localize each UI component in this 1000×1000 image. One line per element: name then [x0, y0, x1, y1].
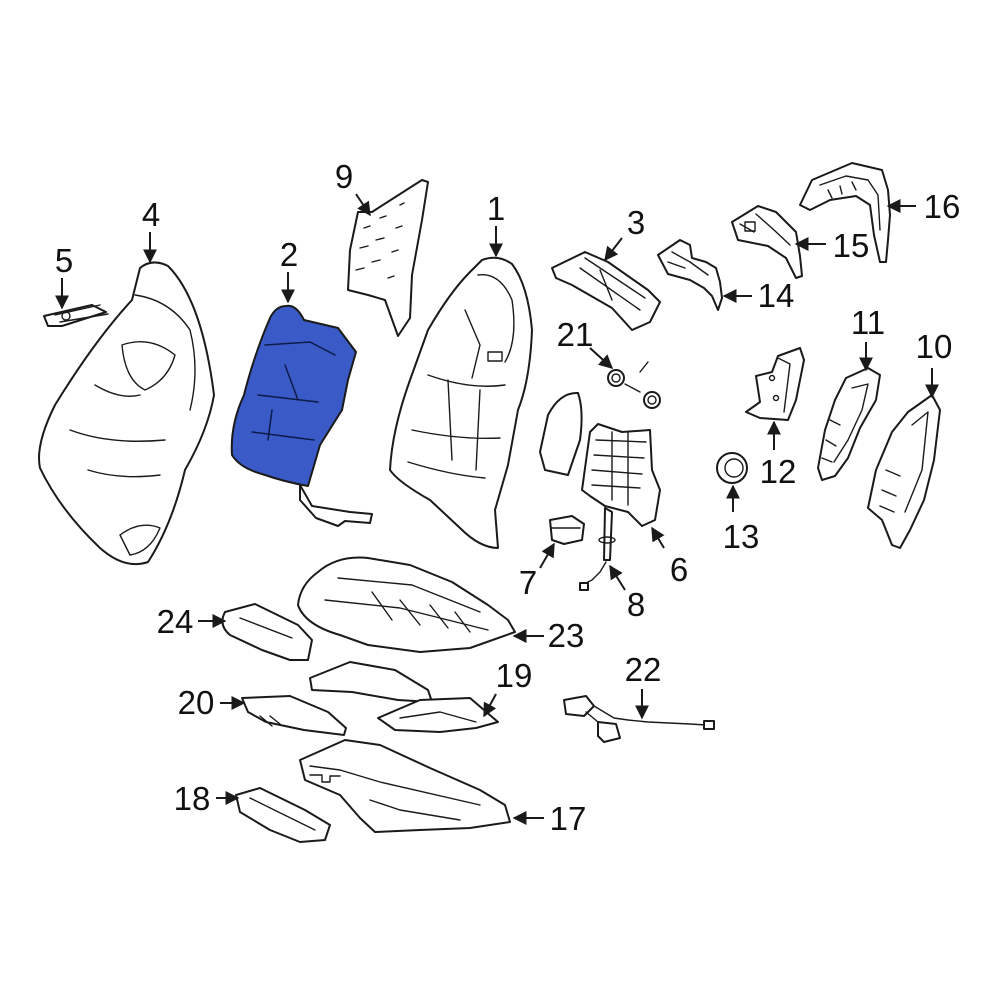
callout-19: 19	[496, 657, 533, 694]
part-14-bracket	[657, 239, 723, 311]
part-15-bracket	[731, 205, 803, 279]
callout-21: 21	[557, 316, 594, 353]
callout-18: 18	[174, 780, 211, 817]
callout-1: 1	[487, 190, 505, 227]
part-9-side-trim	[347, 179, 429, 337]
callout-labels: 1 2 3 4 5 6 7 8 9 10 11 12 13 14 15 16 1…	[55, 158, 961, 837]
part-18-pad	[235, 787, 331, 843]
callout-10: 10	[916, 328, 953, 365]
leader-6	[651, 526, 665, 549]
part-10-side-cover	[867, 394, 941, 549]
part-21-grommets	[607, 361, 661, 409]
callout-23: 23	[548, 617, 585, 654]
leader-7	[539, 542, 555, 569]
leader-lines	[55, 193, 939, 825]
part-20-side-trim	[241, 695, 347, 736]
part-17-seat-base	[299, 739, 511, 833]
leader-8	[609, 564, 626, 591]
highlighted-part	[230, 304, 357, 487]
part-7-sensor	[549, 515, 585, 545]
callout-3: 3	[627, 204, 645, 241]
part-12-bracket	[745, 347, 805, 421]
callout-22: 22	[625, 651, 662, 688]
part-4-seatback-cover	[38, 261, 215, 566]
part-1-seatback-assembly	[389, 256, 533, 549]
part-13-knob	[716, 452, 748, 484]
callout-20: 20	[178, 684, 215, 721]
callout-11: 11	[851, 304, 885, 341]
callout-24: 24	[157, 603, 194, 640]
part-5-clip	[43, 304, 109, 327]
callout-5: 5	[55, 242, 73, 279]
callout-17: 17	[550, 800, 587, 837]
callout-15: 15	[833, 227, 870, 264]
leader-9	[355, 193, 371, 217]
leader-3	[604, 237, 623, 262]
callout-16: 16	[924, 188, 961, 225]
leader-19	[483, 693, 497, 718]
callout-8: 8	[627, 586, 645, 623]
part-6-seat-frame	[539, 391, 661, 561]
callout-13: 13	[723, 518, 760, 555]
part-2-seatback-pad-highlighted	[230, 304, 373, 527]
callout-4: 4	[142, 196, 160, 233]
part-8-cable	[579, 561, 607, 591]
callout-9: 9	[335, 158, 353, 195]
callout-14: 14	[758, 277, 795, 314]
callout-7: 7	[519, 564, 537, 601]
part-23-cushion-cover	[297, 556, 516, 653]
callout-6: 6	[670, 551, 688, 588]
callout-12: 12	[760, 453, 797, 490]
part-16-shell-trim	[799, 162, 891, 263]
part-3-trim-panel	[551, 251, 661, 331]
part-22-cable-harness	[563, 695, 715, 743]
part-11-side-panel	[817, 367, 881, 481]
leader-21	[589, 347, 614, 369]
callout-2: 2	[280, 236, 298, 273]
part-19-cushion-pad	[309, 661, 499, 733]
part-24-bolster-pad	[221, 603, 313, 661]
